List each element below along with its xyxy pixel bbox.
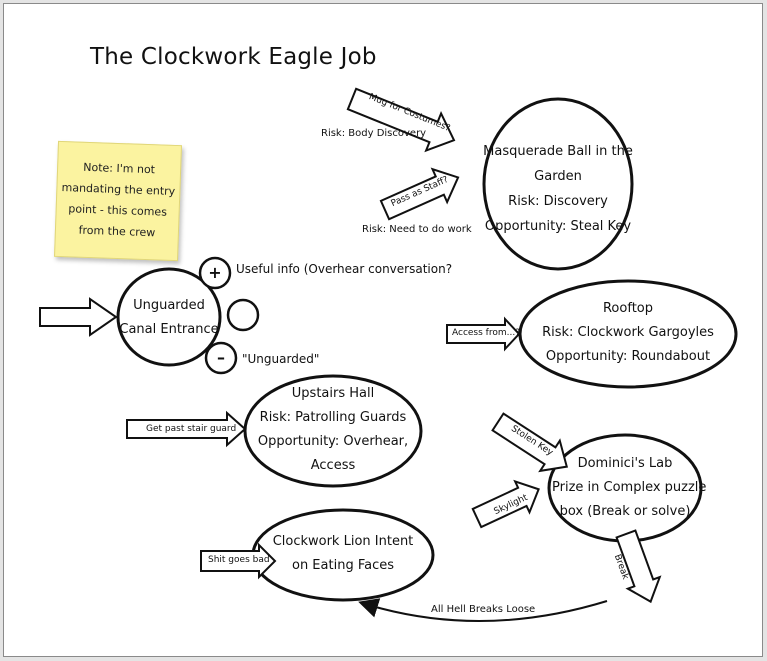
node-line: Unguarded <box>133 298 205 313</box>
node-line: Masquerade Ball in the <box>483 144 633 159</box>
arrow-stair-label: Get past stair guard <box>146 424 237 434</box>
node-upstairs-shape <box>243 374 423 488</box>
node-line: Clockwork Lion Intent <box>272 534 414 549</box>
node-line: Opportunity: Roundabout <box>545 349 711 364</box>
node-line: Dominici's Lab <box>577 456 673 471</box>
node-masquerade-shape <box>482 97 634 271</box>
plus-label: Useful info (Overhear conversation? <box>236 262 453 276</box>
arrow-stolen-shape <box>491 412 569 473</box>
note-line: from the crew <box>78 223 156 240</box>
arrow-access-label: Access from...? <box>452 328 520 338</box>
node-line: box (Break or solve) <box>559 504 691 519</box>
entry-arrow <box>39 297 118 337</box>
node-line: Risk: Discovery <box>508 194 608 209</box>
arrow-break-shape <box>615 529 662 604</box>
arrow-skylight-shape <box>471 479 540 529</box>
node-masquerade: Masquerade Ball in the Garden Risk: Disc… <box>470 139 646 239</box>
node-line: Access <box>310 458 356 473</box>
node-canal: Unguarded Canal Entrance <box>118 294 220 342</box>
node-line: Prize in Complex puzzle <box>552 480 707 495</box>
all-hell-label: All Hell Breaks Loose <box>431 604 536 615</box>
plus-circle <box>198 256 232 290</box>
arrow-access-shape <box>446 316 521 352</box>
risk-work-label: Risk: Need to do work <box>362 224 472 235</box>
arrow-stair-shape <box>126 410 247 448</box>
plus-sign: + <box>208 263 222 282</box>
node-canal-shape <box>116 267 222 367</box>
note-line: point - this comes <box>68 202 168 219</box>
node-line: Rooftop <box>602 301 653 316</box>
all-hell-curve <box>358 598 608 622</box>
node-line: Opportunity: Steal Key <box>484 219 632 234</box>
minus-sign: – <box>217 348 225 367</box>
page-title: The Clockwork Eagle Job <box>90 44 377 70</box>
node-line: Opportunity: Overhear, <box>257 434 409 449</box>
node-line: Upstairs Hall <box>291 386 375 401</box>
node-rooftop: Rooftop Risk: Clockwork Gargoyles Opport… <box>530 297 726 369</box>
node-upstairs: Upstairs Hall Risk: Patrolling Guards Op… <box>250 382 416 478</box>
risk-body-label: Risk: Body Discovery <box>321 128 427 139</box>
node-line: Risk: Patrolling Guards <box>259 410 407 425</box>
node-line: Risk: Clockwork Gargoyles <box>542 325 714 340</box>
arrow-mug-shape <box>346 87 456 153</box>
arrow-staff-shape <box>379 167 460 221</box>
node-lion: Clockwork Lion Intent on Eating Faces <box>263 530 423 578</box>
sticky-note: Note: I'm not mandating the entry point … <box>54 140 182 262</box>
minus-label: "Unguarded" <box>242 352 320 366</box>
node-line: on Eating Faces <box>291 558 394 573</box>
node-line: Garden <box>534 169 582 184</box>
arrow-shit-shape <box>200 542 277 580</box>
node-lab: Dominici's Lab Prize in Complex puzzle b… <box>552 452 707 524</box>
node-line: Canal Entrance <box>119 322 219 337</box>
empty-circle <box>226 298 260 332</box>
arrow-shit-label: Shit goes bad <box>208 555 270 565</box>
minus-circle <box>204 341 238 375</box>
